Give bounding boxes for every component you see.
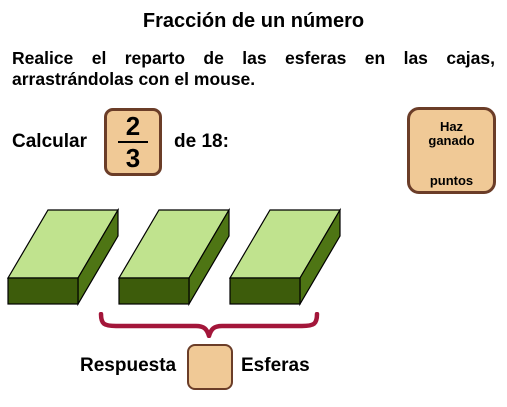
page-title: Fracción de un número [142,10,365,32]
fraction-numerator: 2 [125,111,141,141]
drop-box-front [229,277,301,305]
answer-drop-box[interactable] [187,344,233,390]
score-line-2: ganado [428,133,475,148]
drop-box[interactable] [6,207,120,307]
curly-brace [98,312,320,338]
answer-label: Respuesta [80,355,177,376]
drop-box[interactable] [228,207,342,307]
drop-box-front [7,277,79,305]
calculate-label: Calcular [12,131,87,152]
fraction-bar [118,141,148,143]
of-number-label: de 18: [174,131,229,152]
drop-box[interactable] [117,207,231,307]
fraction-denominator: 3 [125,143,141,173]
score-heading: Haz ganado [410,120,493,148]
drop-box-front [118,277,190,305]
score-points-label: puntos [429,173,474,188]
fraction-tile: 2 3 [104,108,162,176]
answer-unit-label: Esferas [241,355,310,376]
score-line-1: Haz [439,119,464,134]
score-panel: Haz ganado puntos [407,107,496,194]
instructions-text: Realice el reparto de las esferas en las… [12,48,495,89]
drop-boxes [6,207,342,307]
